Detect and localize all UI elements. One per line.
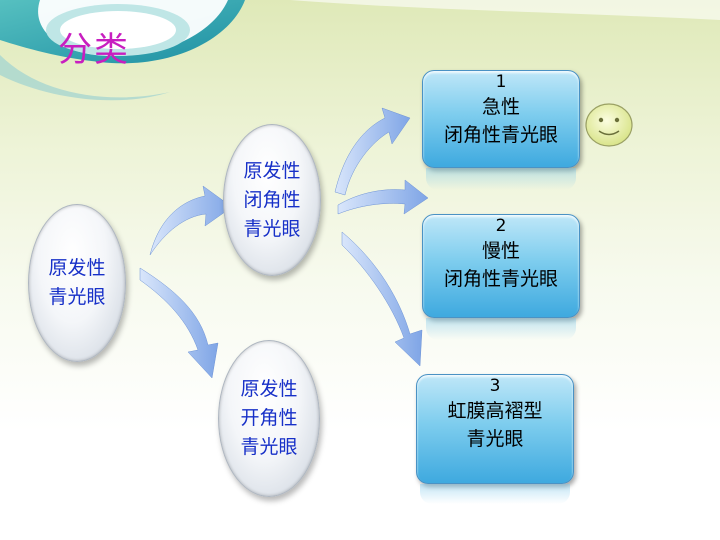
arrow-closed-to-cat2 (337, 179, 429, 215)
category-box-1: 1 急性 闭角性青光眼 (422, 70, 580, 168)
category-number: 3 (489, 376, 501, 396)
node-root-line: 青光眼 (48, 286, 106, 308)
category-box-3: 3 虹膜高褶型 青光眼 (416, 374, 574, 484)
node-open-line: 原发性 (240, 378, 298, 400)
category-number: 2 (495, 216, 507, 236)
category-box-3-reflection (420, 484, 570, 504)
page-title: 分类 (58, 30, 130, 70)
node-open-line: 开角性 (240, 407, 298, 429)
node-closed-line: 青光眼 (243, 217, 301, 240)
node-root-line: 原发性 (48, 257, 106, 279)
node-open-angle: 原发性 开角性 青光眼 (218, 340, 320, 497)
arrow-closed-to-cat1 (334, 107, 411, 196)
category-line: 闭角性青光眼 (443, 124, 558, 146)
node-open-line: 青光眼 (240, 436, 298, 458)
arrow-root-to-closed (149, 185, 233, 256)
smiley-face-icon (585, 103, 633, 147)
node-closed-angle: 原发性 闭角性 青光眼 (223, 124, 321, 276)
category-line: 闭角性青光眼 (443, 268, 558, 290)
category-line: 青光眼 (466, 428, 524, 450)
node-closed-line: 原发性 (243, 159, 301, 182)
category-box-2-reflection (426, 318, 576, 340)
arrow-root-to-open (139, 267, 219, 379)
node-closed-line: 闭角性 (243, 188, 301, 211)
category-number: 1 (495, 72, 507, 92)
category-line: 慢性 (481, 240, 520, 262)
category-box-2: 2 慢性 闭角性青光眼 (422, 214, 580, 318)
category-box-1-reflection (426, 168, 576, 190)
arrow-closed-to-cat3 (341, 231, 423, 367)
category-line: 急性 (481, 96, 520, 118)
node-root: 原发性 青光眼 (28, 204, 126, 362)
category-line: 虹膜高褶型 (447, 400, 543, 422)
